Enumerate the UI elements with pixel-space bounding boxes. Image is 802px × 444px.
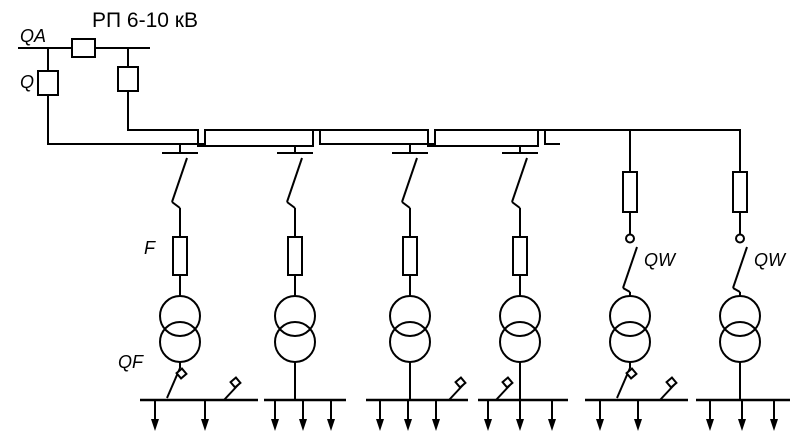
diagram-title: РП 6-10 кВ xyxy=(92,9,198,32)
load-arrow xyxy=(150,399,160,432)
load-arrow xyxy=(515,399,525,432)
lv-connections xyxy=(166,361,741,400)
load-arrow xyxy=(633,399,643,432)
load-arrow xyxy=(483,399,493,432)
feeder-1-symbol xyxy=(159,152,201,363)
bus-flag-switch xyxy=(659,376,678,401)
feeder-3-symbol xyxy=(389,152,431,363)
load-arrow xyxy=(547,399,557,432)
load-arrow xyxy=(595,399,605,432)
load-arrow xyxy=(375,399,385,432)
q-label: Q xyxy=(20,72,34,92)
qa-switch-box xyxy=(71,38,96,58)
load-arrow xyxy=(326,399,336,432)
load-arrow xyxy=(769,399,779,432)
qw-label-right: QW xyxy=(754,250,787,270)
load-arrow xyxy=(737,399,747,432)
qw-label-left: QW xyxy=(644,250,677,270)
q-breaker-box-right xyxy=(117,66,139,92)
load-arrow xyxy=(431,399,441,432)
feeder-2-symbol xyxy=(274,152,316,363)
q-breaker-box-left xyxy=(37,70,59,96)
bus-flag-switches xyxy=(223,376,678,401)
bus-flag-switch xyxy=(448,376,467,401)
qf-breaker-feeder-1 xyxy=(166,361,188,399)
diagram-labels: РП 6-10 кВ QA Q F QF QW QW xyxy=(20,9,787,372)
bus-flag-switch xyxy=(223,376,242,401)
load-arrow xyxy=(270,399,280,432)
bus-section-1 xyxy=(47,95,560,145)
load-arrow xyxy=(705,399,715,432)
qa-label: QA xyxy=(20,26,46,46)
bus-section-2 xyxy=(127,91,741,172)
load-arrow xyxy=(200,399,210,432)
incoming-section xyxy=(18,38,150,96)
qf-breaker-feeder-5 xyxy=(616,361,638,399)
fuse-label: F xyxy=(144,238,156,258)
bus-flag-switch xyxy=(495,376,514,401)
feeder-4-symbol xyxy=(499,152,541,363)
mv-busbar-weave xyxy=(47,91,741,172)
load-arrows xyxy=(150,399,779,432)
load-arrow xyxy=(298,399,308,432)
qf-label: QF xyxy=(118,352,144,372)
load-arrow xyxy=(403,399,413,432)
